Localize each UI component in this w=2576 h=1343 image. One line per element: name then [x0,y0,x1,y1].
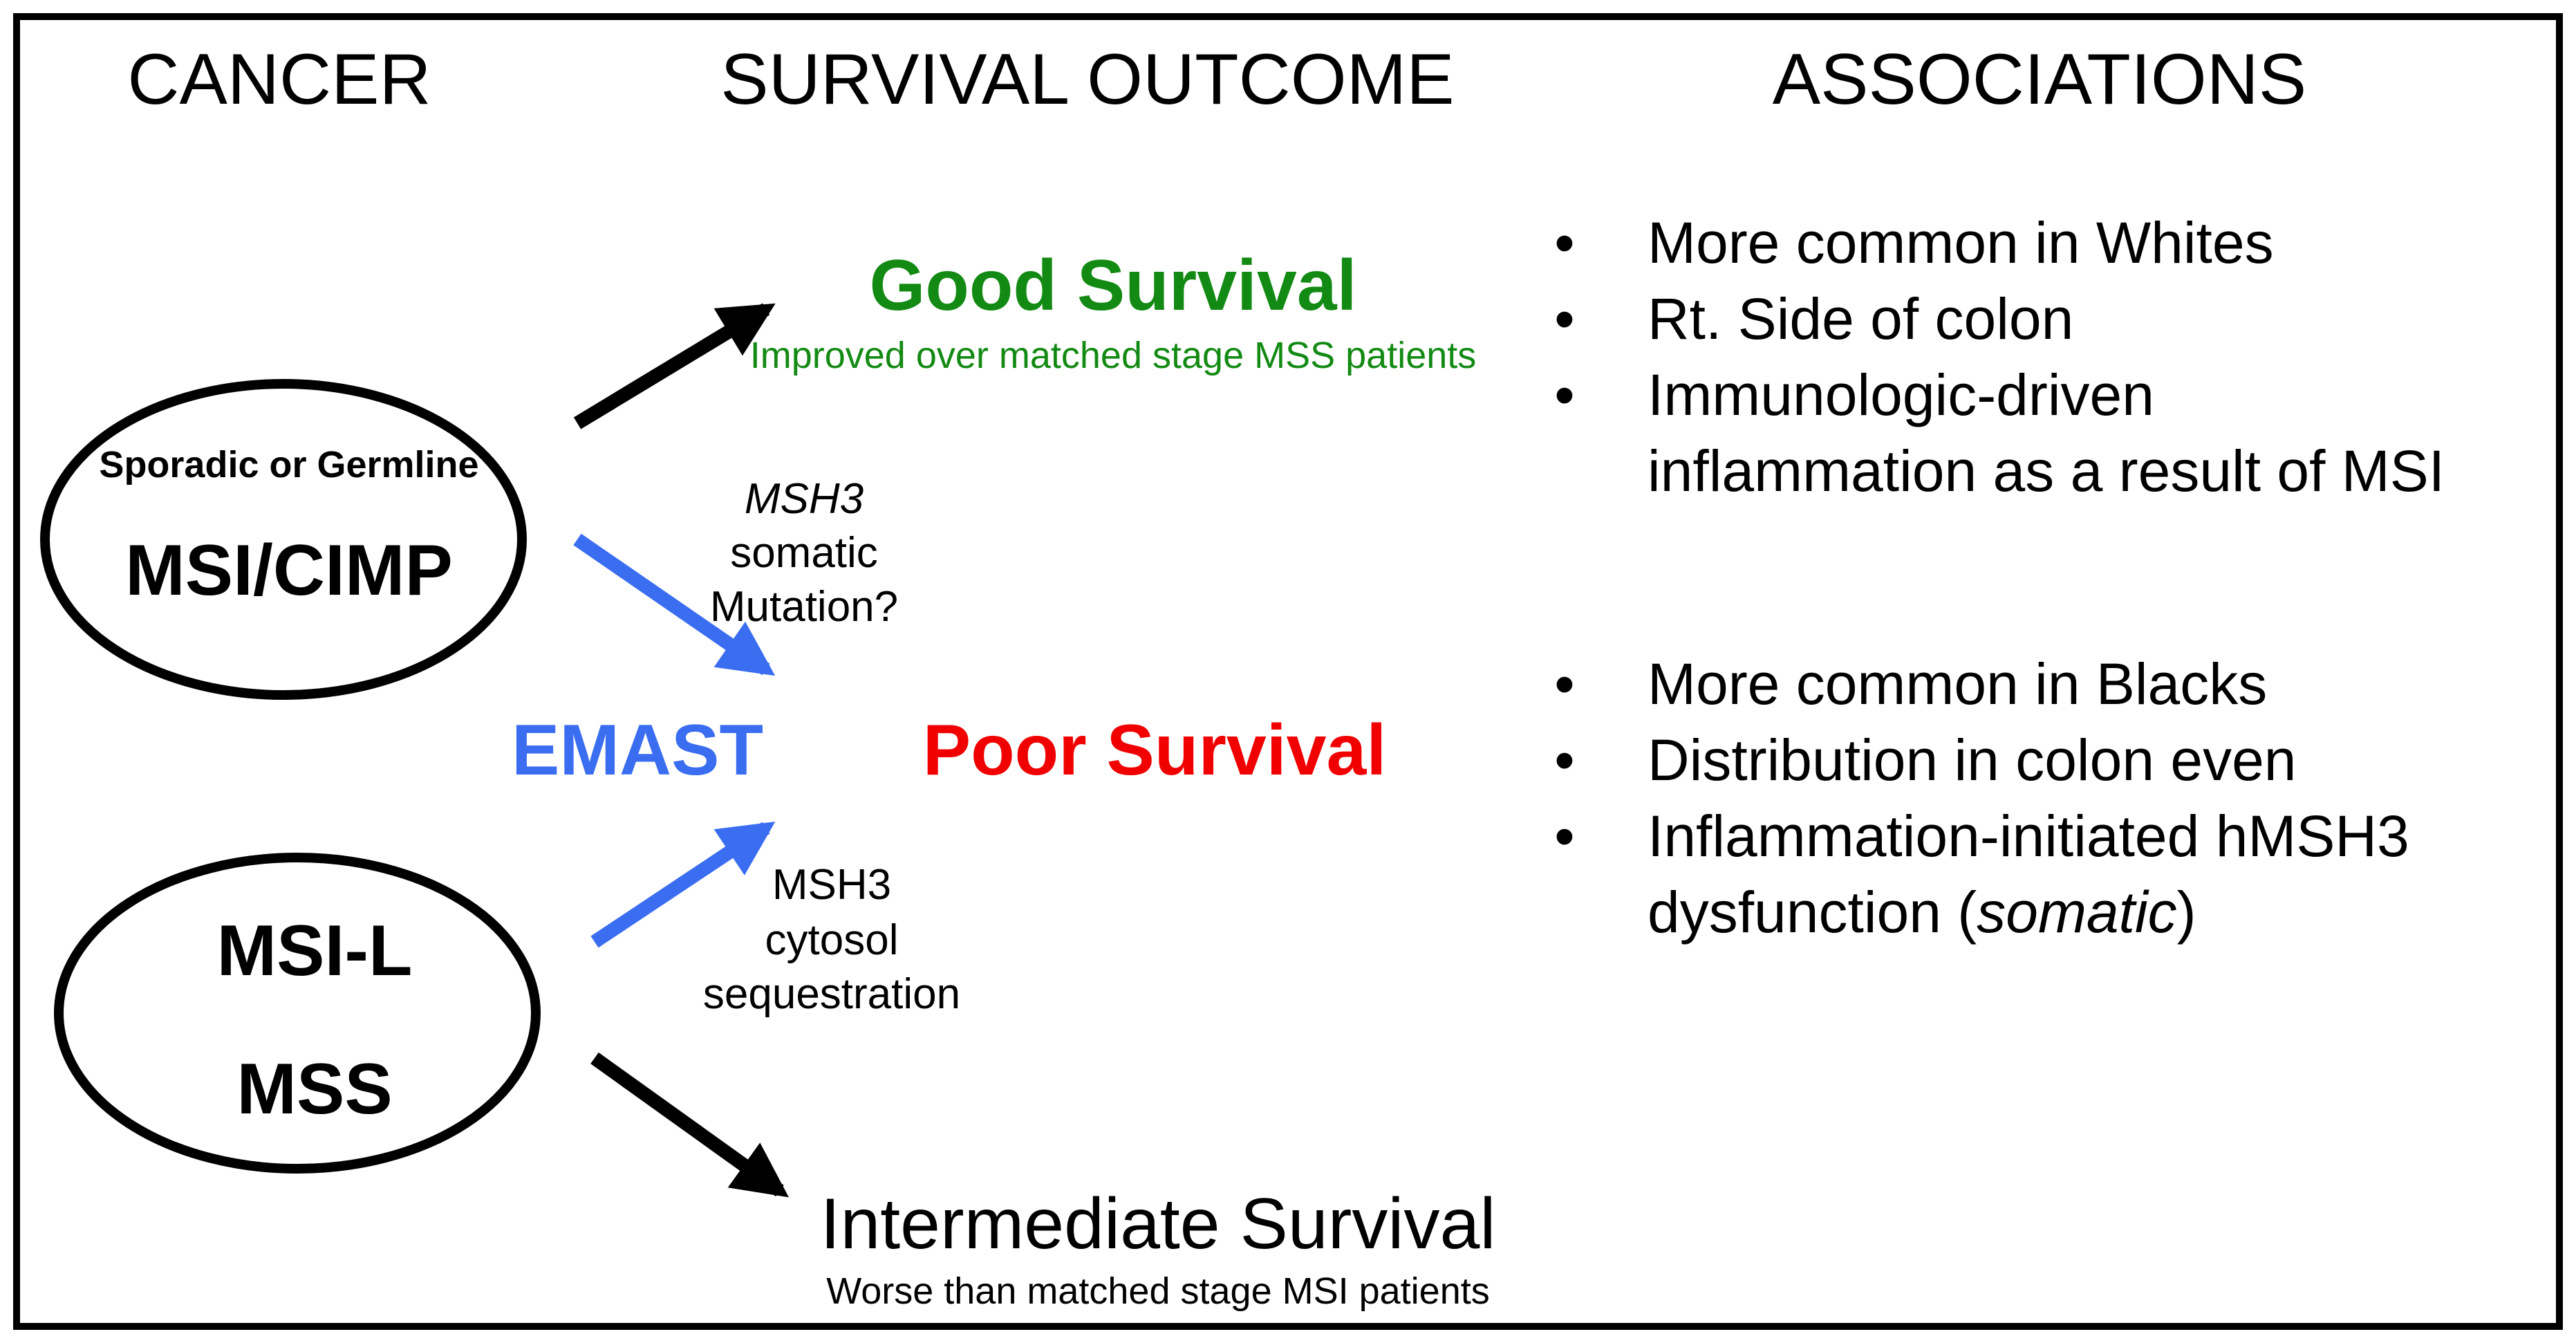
intermediate-survival-subtitle: Worse than matched stage MSI patients [826,1270,1490,1312]
arrow-label-lower-3: sequestration [703,970,960,1018]
node-msi-cimp: Sporadic or Germline MSI/CIMP [40,379,527,700]
node-msi-cimp-label: MSI/CIMP [125,530,453,611]
arrow-to-intermediate-survival [590,1052,790,1198]
assoc-1-bullet-3: • [1554,362,1574,427]
arrow-label-upper-3: Mutation? [710,583,898,631]
assoc-1-bullet-2: • [1554,286,1574,351]
assoc-2-item-3-suffix: ) [2177,880,2196,945]
assoc-2-bullet-1: • [1554,651,1574,716]
emast-label: EMAST [512,710,763,790]
assoc-2-item-3-italic: somatic [1977,880,2176,945]
assoc-2-item-3-line-1: Inflammation-initiated hMSH3 [1648,804,2409,869]
assoc-2-bullet-2: • [1554,728,1574,793]
assoc-2-item-3-line-2: dysfunction (somatic) [1648,880,2196,945]
intermediate-survival-title: Intermediate Survival [821,1184,1496,1264]
arrow-to-emast-lower [590,822,776,948]
diagram-frame [13,13,2563,1330]
assoc-1-item-1: More common in Whites [1648,210,2274,275]
node-mss-label: MSS [236,1049,392,1129]
header-cancer: CANCER [127,39,431,120]
good-survival-subtitle: Improved over matched stage MSS patients [750,335,1477,376]
arrow-label-lower-1: MSH3 [772,861,891,909]
arrow-to-emast-upper [573,533,776,676]
arrow-label-lower-2: cytosol [765,916,899,964]
arrow-label-upper-2: somatic [730,529,878,577]
assoc-2-bullet-3: • [1554,804,1574,869]
node-msi-l-mss-ellipse [54,853,541,1174]
node-msi-l-mss: MSI-L MSS [54,853,541,1174]
poor-survival-label: Poor Survival [923,710,1386,790]
associations-group-2: • More common in Blacks • Distribution i… [1554,651,2409,945]
assoc-1-item-3-line-2: inflammation as a result of MSI [1648,438,2445,503]
arrow-label-upper-1: MSH3 [745,475,864,523]
header-associations: ASSOCIATIONS [1773,39,2306,120]
assoc-1-bullet-1: • [1554,210,1574,275]
good-survival-title: Good Survival [869,246,1356,326]
assoc-1-item-3-line-1: Immunologic-driven [1648,362,2154,427]
node-msi-l-label: MSI-L [216,911,412,991]
node-msi-cimp-ellipse [40,379,527,700]
assoc-2-item-3-prefix: dysfunction ( [1648,880,1977,945]
associations-group-1: • More common in Whites • Rt. Side of co… [1554,210,2445,503]
arrow-to-good-survival [573,303,776,429]
assoc-2-item-1: More common in Blacks [1648,651,2267,716]
assoc-2-item-2: Distribution in colon even [1648,728,2297,793]
assoc-1-item-2: Rt. Side of colon [1648,286,2073,351]
header-survival-outcome: SURVIVAL OUTCOME [720,39,1454,120]
node-msi-cimp-subtitle: Sporadic or Germline [99,444,478,485]
